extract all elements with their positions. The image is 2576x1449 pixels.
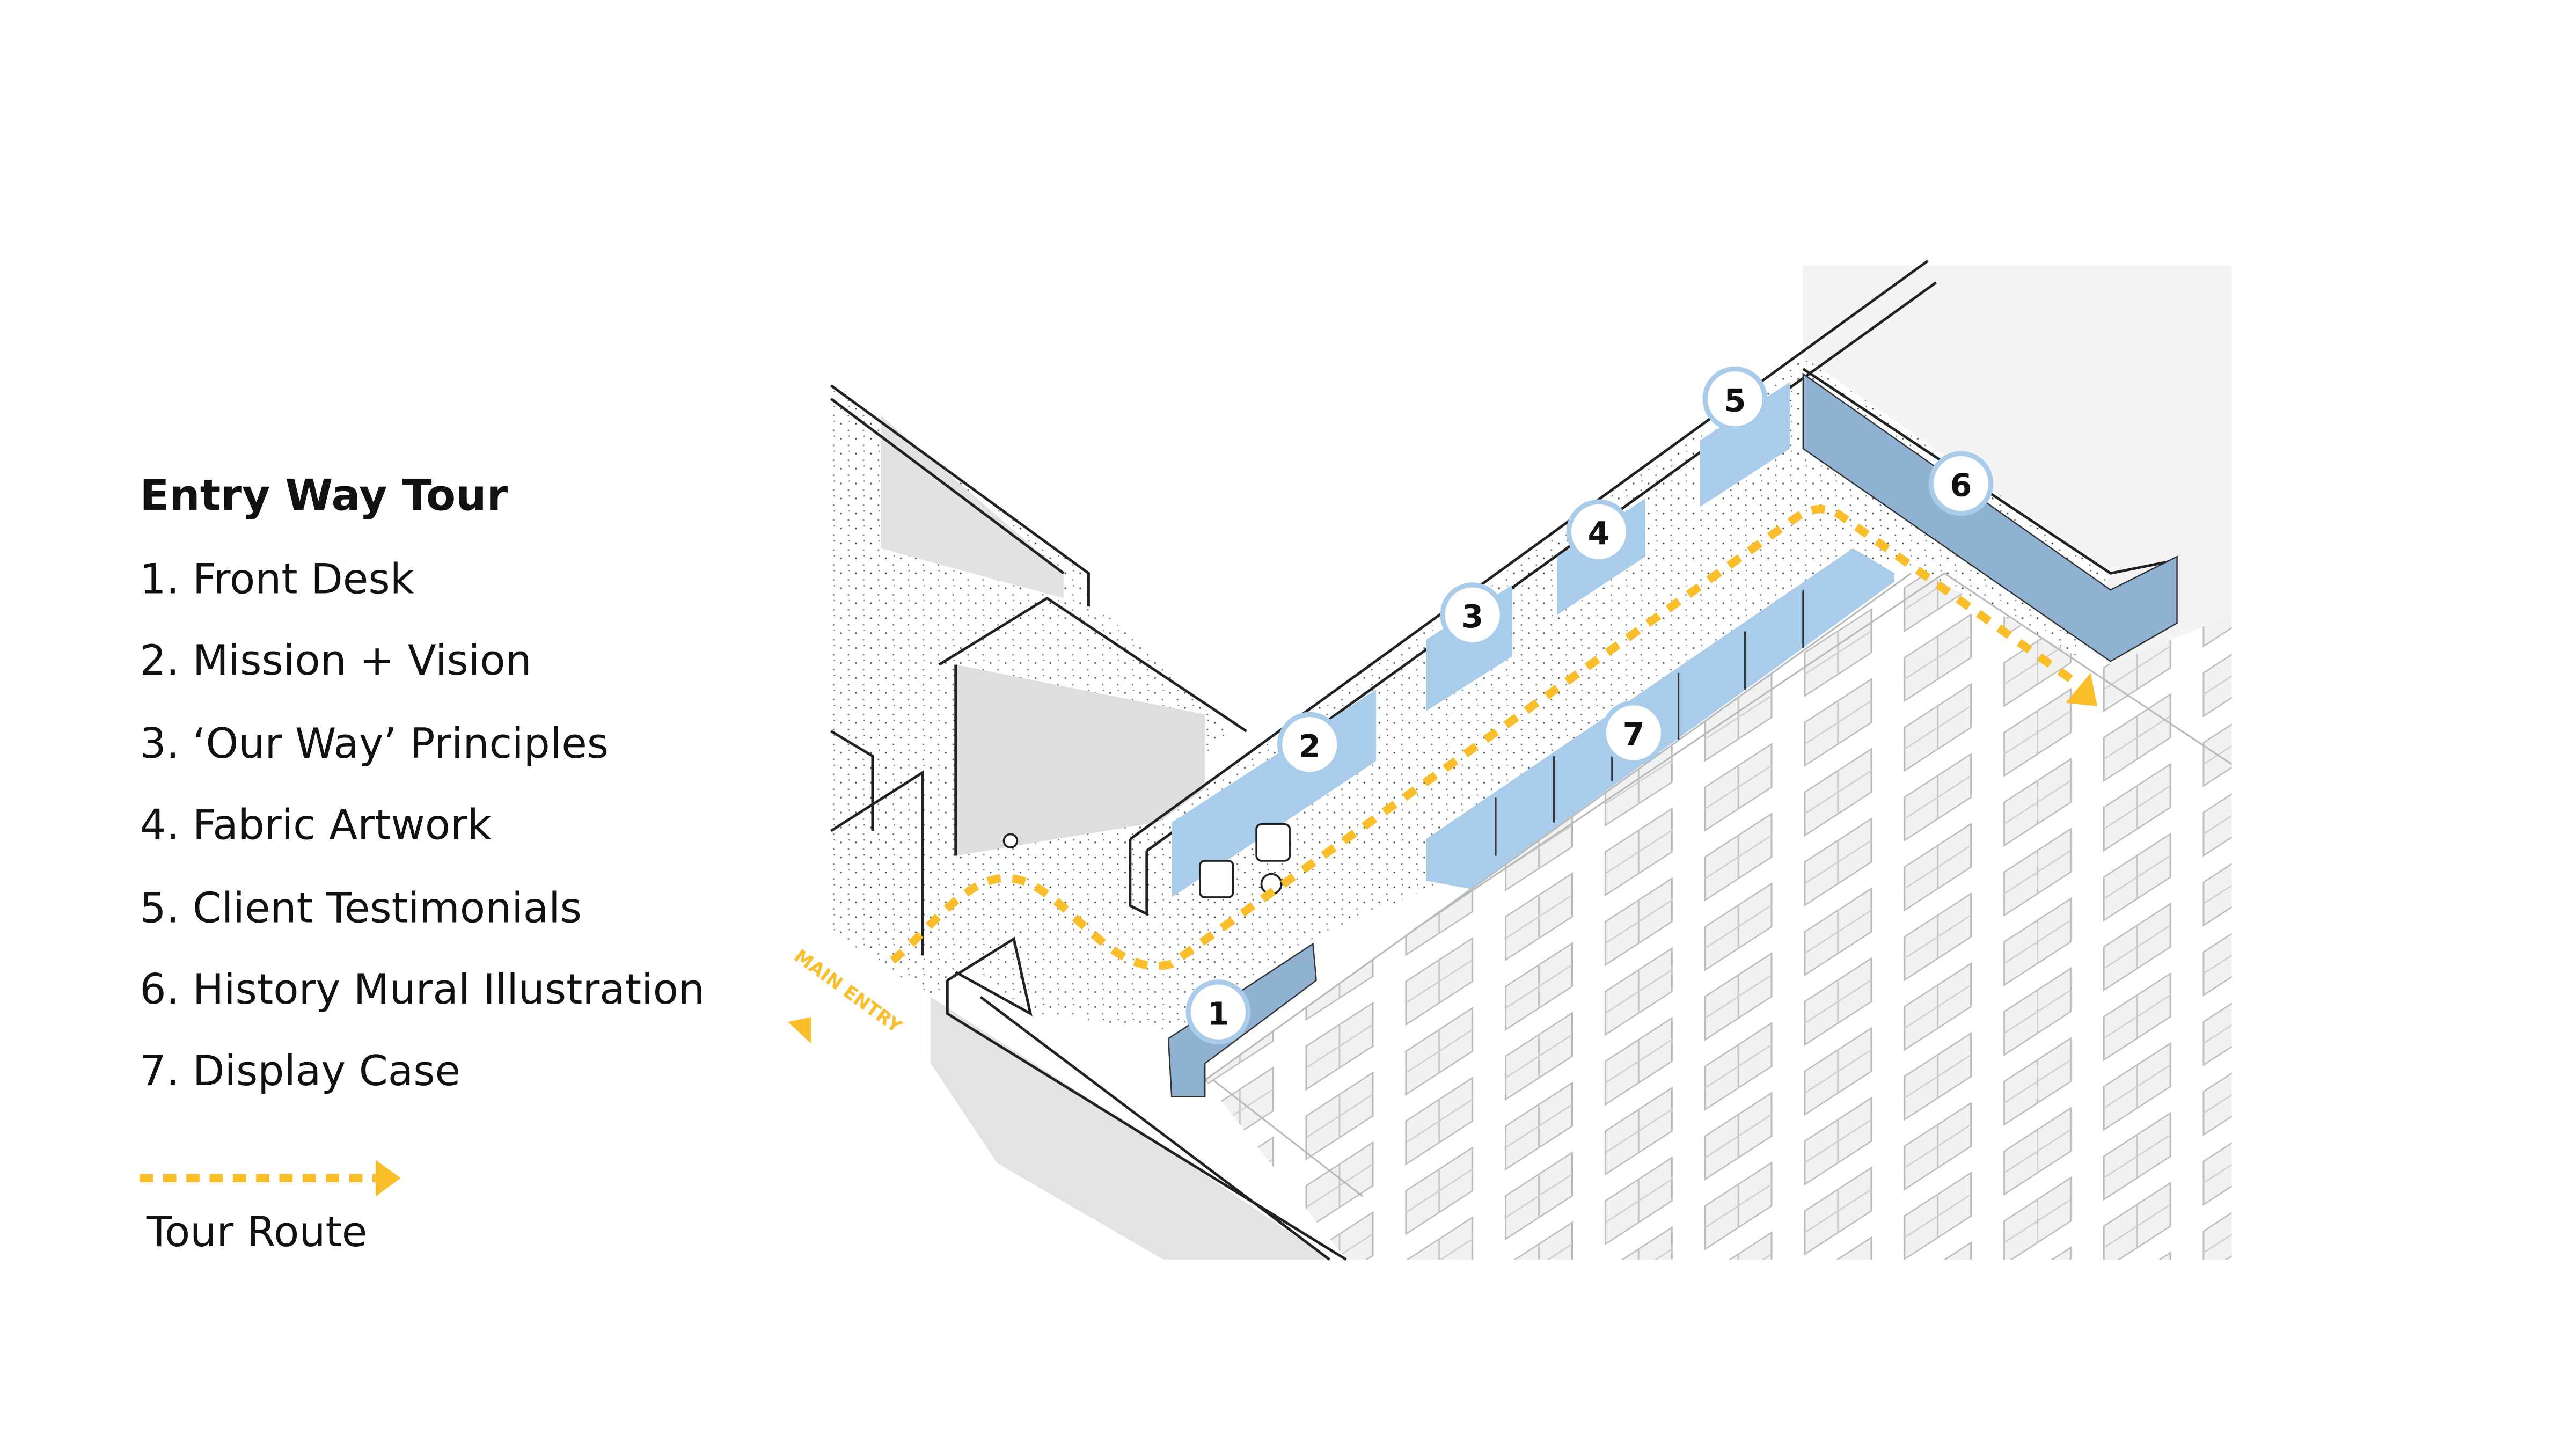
svg-text:5: 5 [1724,382,1746,419]
legend-item-1: 1. Front Desk [140,555,414,603]
legend-item-2: 2. Mission + Vision [140,636,531,685]
marker-2: 2 [1277,712,1342,777]
main-entry-arrow [788,1016,811,1044]
legend-item-5: 5. Client Testimonials [140,884,582,932]
legend: Entry Way Tour 1. Front Desk 2. Mission … [140,470,705,1256]
route-legend-icon [140,1160,401,1197]
tour-route [890,504,2077,970]
route-legend-label: Tour Route [146,1208,368,1256]
route-arrow [2066,673,2097,706]
legend-item-4: 4. Fabric Artwork [140,801,491,850]
legend-item-3: 3. ‘Our Way’ Principles [140,720,609,768]
floor-plan: MAIN ENTRY 1 2 3 4 5 6 7 [788,260,2233,1261]
marker-3: 3 [1440,582,1505,648]
legend-item-7: 7. Display Case [140,1047,460,1095]
feature-history-mural [1802,372,2178,662]
marker-1: 1 [1185,979,1251,1045]
legend-title: Entry Way Tour [140,470,508,521]
marker-4: 4 [1566,499,1631,565]
svg-text:6: 6 [1950,467,1972,504]
svg-text:1: 1 [1207,995,1229,1032]
svg-text:3: 3 [1461,598,1483,635]
marker-5: 5 [1702,366,1768,431]
lounge-chairs [1002,823,1291,898]
svg-text:2: 2 [1299,728,1321,765]
svg-text:4: 4 [1588,515,1610,552]
legend-item-6: 6. History Mural Illustration [140,965,705,1014]
feature-testimonials [1700,382,1790,507]
svg-text:7: 7 [1623,716,1645,753]
marker-6: 6 [1928,451,1994,516]
marker-7: 7 [1601,700,1666,765]
